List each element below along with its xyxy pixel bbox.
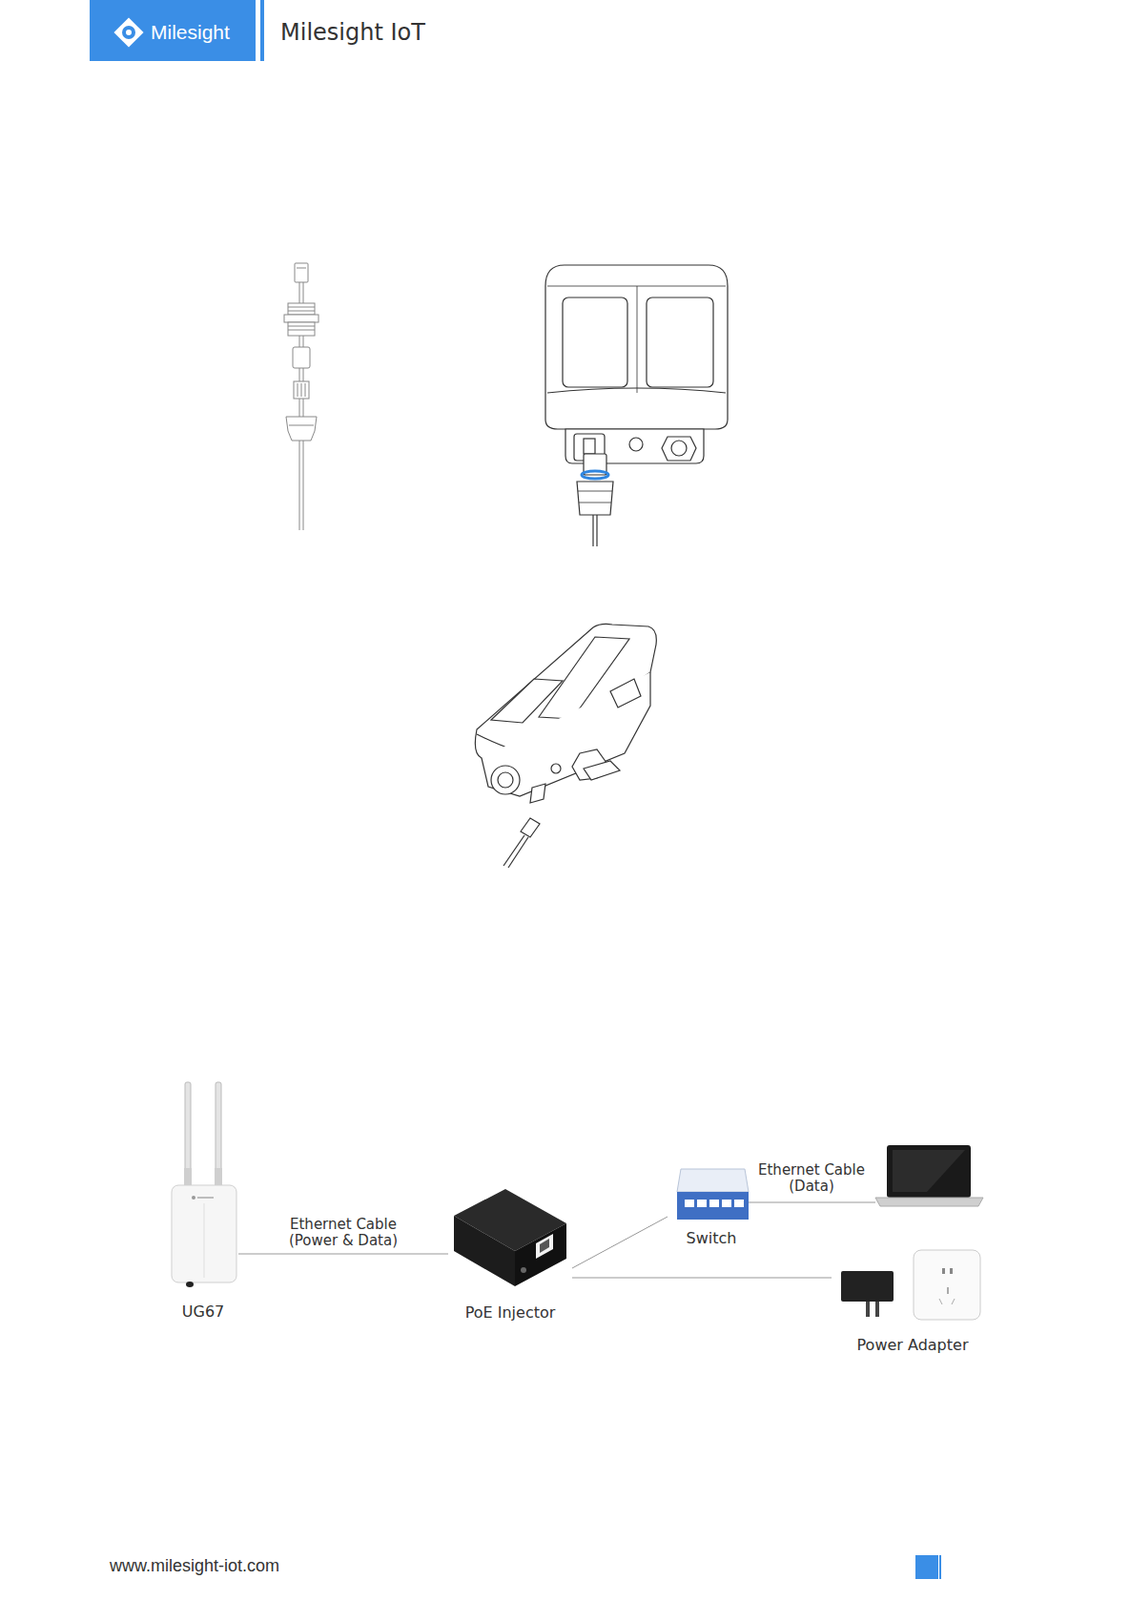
cable-gland-parts (284, 263, 319, 531)
device-label: Switch (667, 1229, 756, 1248)
footer-stripe (939, 1555, 942, 1580)
cable-line (572, 1216, 668, 1269)
device-label: PoE Injector (448, 1303, 573, 1322)
cable-line (572, 1277, 832, 1279)
network-switch (677, 1169, 749, 1220)
gateway-bottom-view (545, 265, 728, 547)
device-node: UG67 (167, 1075, 239, 1321)
cable-label: Ethernet Cable (Power & Data) (274, 1216, 412, 1250)
gateway-angled-view (474, 623, 657, 868)
header-bar (89, 0, 256, 62)
device-node: Power Adapter (831, 1244, 994, 1355)
cable-line (238, 1253, 449, 1255)
power-adapter (841, 1250, 981, 1320)
device-node: Switch (667, 1161, 756, 1248)
logo-icon (113, 17, 144, 47)
device-label: Power Adapter (831, 1335, 994, 1355)
device-label: UG67 (167, 1302, 239, 1321)
footer-mark (915, 1555, 939, 1580)
cable-label: Ethernet Cable (Data) (749, 1162, 874, 1196)
laptop (748, 1145, 984, 1207)
header-stripe (260, 0, 265, 62)
device-node: PoE Injector (448, 1182, 573, 1322)
ug67-gateway (171, 1082, 237, 1288)
logo-text: Milesight (150, 20, 230, 44)
header-title: Milesight IoT (280, 20, 426, 47)
footer-url: www.milesight-iot.com (109, 1556, 280, 1577)
poe-injector (453, 1189, 567, 1287)
